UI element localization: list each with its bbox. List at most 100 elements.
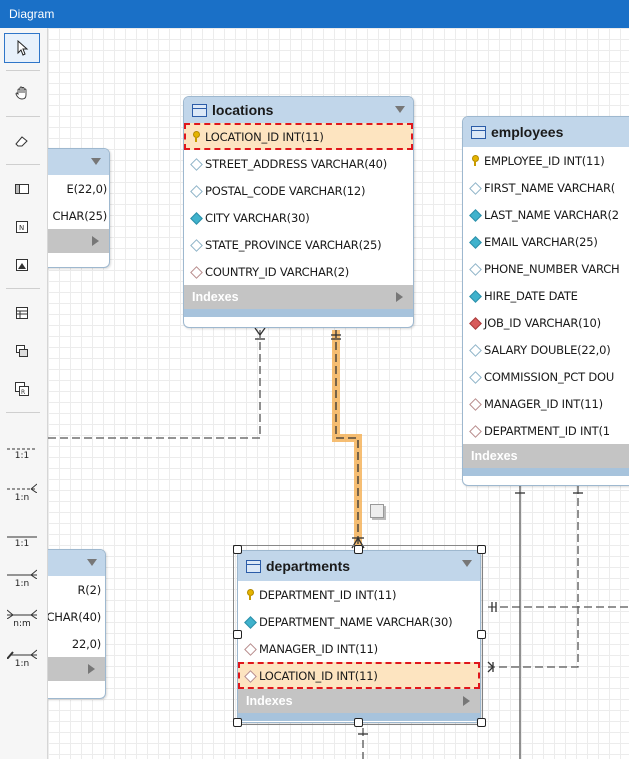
column-job-id[interactable]: JOB_ID VARCHAR(10) bbox=[463, 309, 629, 336]
column-salary[interactable]: SALARY DOUBLE(22,0) bbox=[463, 336, 629, 363]
column-diamond-icon bbox=[469, 182, 480, 193]
relationship-label-box[interactable] bbox=[370, 504, 384, 518]
layer-tool-button[interactable] bbox=[4, 174, 40, 204]
table-departments[interactable]: departments DEPARTMENT_ID INT(11) DEPART… bbox=[237, 550, 481, 723]
column-email[interactable]: EMAIL VARCHAR(25) bbox=[463, 228, 629, 255]
locations-departments-connector bbox=[335, 330, 359, 548]
eraser-icon bbox=[15, 136, 28, 147]
collapse-arrow-icon[interactable] bbox=[462, 560, 472, 567]
foreign-key-diamond-icon bbox=[469, 425, 480, 436]
primary-key-icon bbox=[190, 131, 201, 142]
rel-1-n-identifying-tool[interactable]: 1:n bbox=[4, 554, 40, 590]
rel-n-m-identifying-tool[interactable]: n:m bbox=[4, 594, 40, 630]
table-partial-bottom-left[interactable]: R(2) CHAR(40) 22,0) bbox=[48, 549, 106, 699]
table-header: locations bbox=[184, 97, 413, 123]
column-manager-id[interactable]: MANAGER_ID INT(11) bbox=[238, 635, 480, 662]
relationship-many-many-icon bbox=[7, 609, 37, 619]
column-last-name[interactable]: LAST_NAME VARCHAR(2 bbox=[463, 201, 629, 228]
indexes-footer[interactable]: Indexes bbox=[463, 444, 629, 468]
column-row[interactable]: CHAR(25) bbox=[48, 202, 109, 229]
diagram-toolbar: N R 1:1 1:n 1:1 1:n n:m 1:n bbox=[0, 28, 48, 759]
column-row[interactable]: CHAR(40) bbox=[48, 603, 105, 630]
indexes-label: Indexes bbox=[471, 449, 518, 463]
column-street-address[interactable]: STREET_ADDRESS VARCHAR(40) bbox=[184, 150, 413, 177]
collapse-arrow-icon[interactable] bbox=[87, 559, 97, 566]
column-filled-diamond-icon bbox=[190, 212, 201, 223]
column-state-province[interactable]: STATE_PROVINCE VARCHAR(25) bbox=[184, 231, 413, 258]
image-tool-button[interactable] bbox=[4, 250, 40, 280]
column-row[interactable]: 22,0) bbox=[48, 630, 105, 657]
resize-handle-top-right[interactable] bbox=[477, 545, 486, 554]
column-label: SALARY DOUBLE(22,0) bbox=[484, 342, 611, 357]
collapse-arrow-icon[interactable] bbox=[91, 158, 101, 165]
column-label: CHAR(25) bbox=[52, 208, 107, 223]
table-employees[interactable]: employees EMPLOYEE_ID INT(11) FIRST_NAME… bbox=[462, 116, 629, 486]
column-city[interactable]: CITY VARCHAR(30) bbox=[184, 204, 413, 231]
column-postal-code[interactable]: POSTAL_CODE VARCHAR(12) bbox=[184, 177, 413, 204]
svg-text:R: R bbox=[21, 389, 25, 396]
column-department-id[interactable]: DEPARTMENT_ID INT(1 bbox=[463, 417, 629, 444]
resize-handle-bottom-right[interactable] bbox=[477, 718, 486, 727]
rel-1-1-identifying-tool[interactable]: 1:1 bbox=[4, 514, 40, 550]
rel-1-n-nonidentifying-tool[interactable]: 1:n bbox=[4, 468, 40, 504]
table-tool-button[interactable] bbox=[4, 298, 40, 328]
column-label: R(2) bbox=[77, 582, 102, 597]
hand-tool-button[interactable] bbox=[4, 78, 40, 108]
column-commission-pct[interactable]: COMMISSION_PCT DOU bbox=[463, 363, 629, 390]
column-location-id[interactable]: LOCATION_ID INT(11) bbox=[184, 123, 413, 150]
diagram-canvas[interactable]: E(22,0) CHAR(25) R(2) CHAR(40) 22,0) loc… bbox=[48, 28, 629, 759]
column-diamond-icon bbox=[190, 239, 201, 250]
indexes-footer[interactable] bbox=[48, 229, 109, 253]
indexes-footer[interactable] bbox=[48, 657, 105, 681]
resize-handle-bottom[interactable] bbox=[354, 718, 363, 727]
indexes-footer[interactable]: Indexes bbox=[238, 689, 480, 713]
column-hire-date[interactable]: HIRE_DATE DATE bbox=[463, 282, 629, 309]
note-icon: N bbox=[16, 221, 28, 233]
note-tool-button[interactable]: N bbox=[4, 212, 40, 242]
indexes-footer[interactable]: Indexes bbox=[184, 285, 413, 309]
eraser-tool-button[interactable] bbox=[4, 126, 40, 156]
column-row[interactable]: E(22,0) bbox=[48, 175, 109, 202]
relationship-pick-columns-icon bbox=[7, 649, 37, 659]
column-country-id[interactable]: COUNTRY_ID VARCHAR(2) bbox=[184, 258, 413, 285]
column-employee-id[interactable]: EMPLOYEE_ID INT(11) bbox=[463, 147, 629, 174]
routine-group-tool-button[interactable]: R bbox=[4, 374, 40, 404]
resize-handle-left[interactable] bbox=[233, 630, 242, 639]
column-label: DEPARTMENT_ID INT(11) bbox=[259, 587, 397, 602]
rel-1-n-existing-columns-tool[interactable]: 1:n bbox=[4, 634, 40, 670]
column-first-name[interactable]: FIRST_NAME VARCHAR( bbox=[463, 174, 629, 201]
table-header: departments bbox=[238, 551, 480, 581]
column-location-id[interactable]: LOCATION_ID INT(11) bbox=[238, 662, 480, 689]
column-phone-number[interactable]: PHONE_NUMBER VARCH bbox=[463, 255, 629, 282]
locations-left-connector bbox=[48, 330, 261, 439]
column-label: EMAIL VARCHAR(25) bbox=[484, 234, 598, 249]
resize-handle-top[interactable] bbox=[354, 545, 363, 554]
column-row[interactable]: R(2) bbox=[48, 576, 105, 603]
column-label: COUNTRY_ID VARCHAR(2) bbox=[205, 264, 350, 279]
column-manager-id[interactable]: MANAGER_ID INT(11) bbox=[463, 390, 629, 417]
column-label: MANAGER_ID INT(11) bbox=[259, 641, 378, 656]
view-tool-button[interactable] bbox=[4, 336, 40, 366]
resize-handle-right[interactable] bbox=[477, 630, 486, 639]
column-label: CITY VARCHAR(30) bbox=[205, 210, 310, 225]
column-label: FIRST_NAME VARCHAR( bbox=[484, 180, 616, 195]
locations-departments-highlight bbox=[332, 330, 362, 548]
foreign-key-diamond-icon bbox=[244, 643, 255, 654]
resize-handle-bottom-left[interactable] bbox=[233, 718, 242, 727]
table-partial-top-left[interactable]: E(22,0) CHAR(25) bbox=[48, 148, 110, 268]
column-filled-diamond-icon bbox=[469, 209, 480, 220]
column-label: MANAGER_ID INT(11) bbox=[484, 396, 603, 411]
rel-1-1-nonidentifying-tool[interactable]: 1:1 bbox=[4, 426, 40, 462]
relationship-label: n:m bbox=[13, 619, 31, 629]
collapse-arrow-icon[interactable] bbox=[395, 106, 405, 113]
table-icon bbox=[16, 307, 28, 319]
routine-group-icon: R bbox=[15, 382, 29, 396]
table-locations[interactable]: locations LOCATION_ID INT(11) STREET_ADD… bbox=[183, 96, 414, 328]
resize-handle-top-left[interactable] bbox=[233, 545, 242, 554]
column-department-id[interactable]: DEPARTMENT_ID INT(11) bbox=[238, 581, 480, 608]
relationship-label: 1:1 bbox=[14, 539, 30, 549]
column-department-name[interactable]: DEPARTMENT_NAME VARCHAR(30) bbox=[238, 608, 480, 635]
expand-arrow-icon bbox=[92, 236, 99, 246]
table-bottom-bar bbox=[463, 468, 629, 476]
pointer-tool-button[interactable] bbox=[4, 33, 40, 63]
